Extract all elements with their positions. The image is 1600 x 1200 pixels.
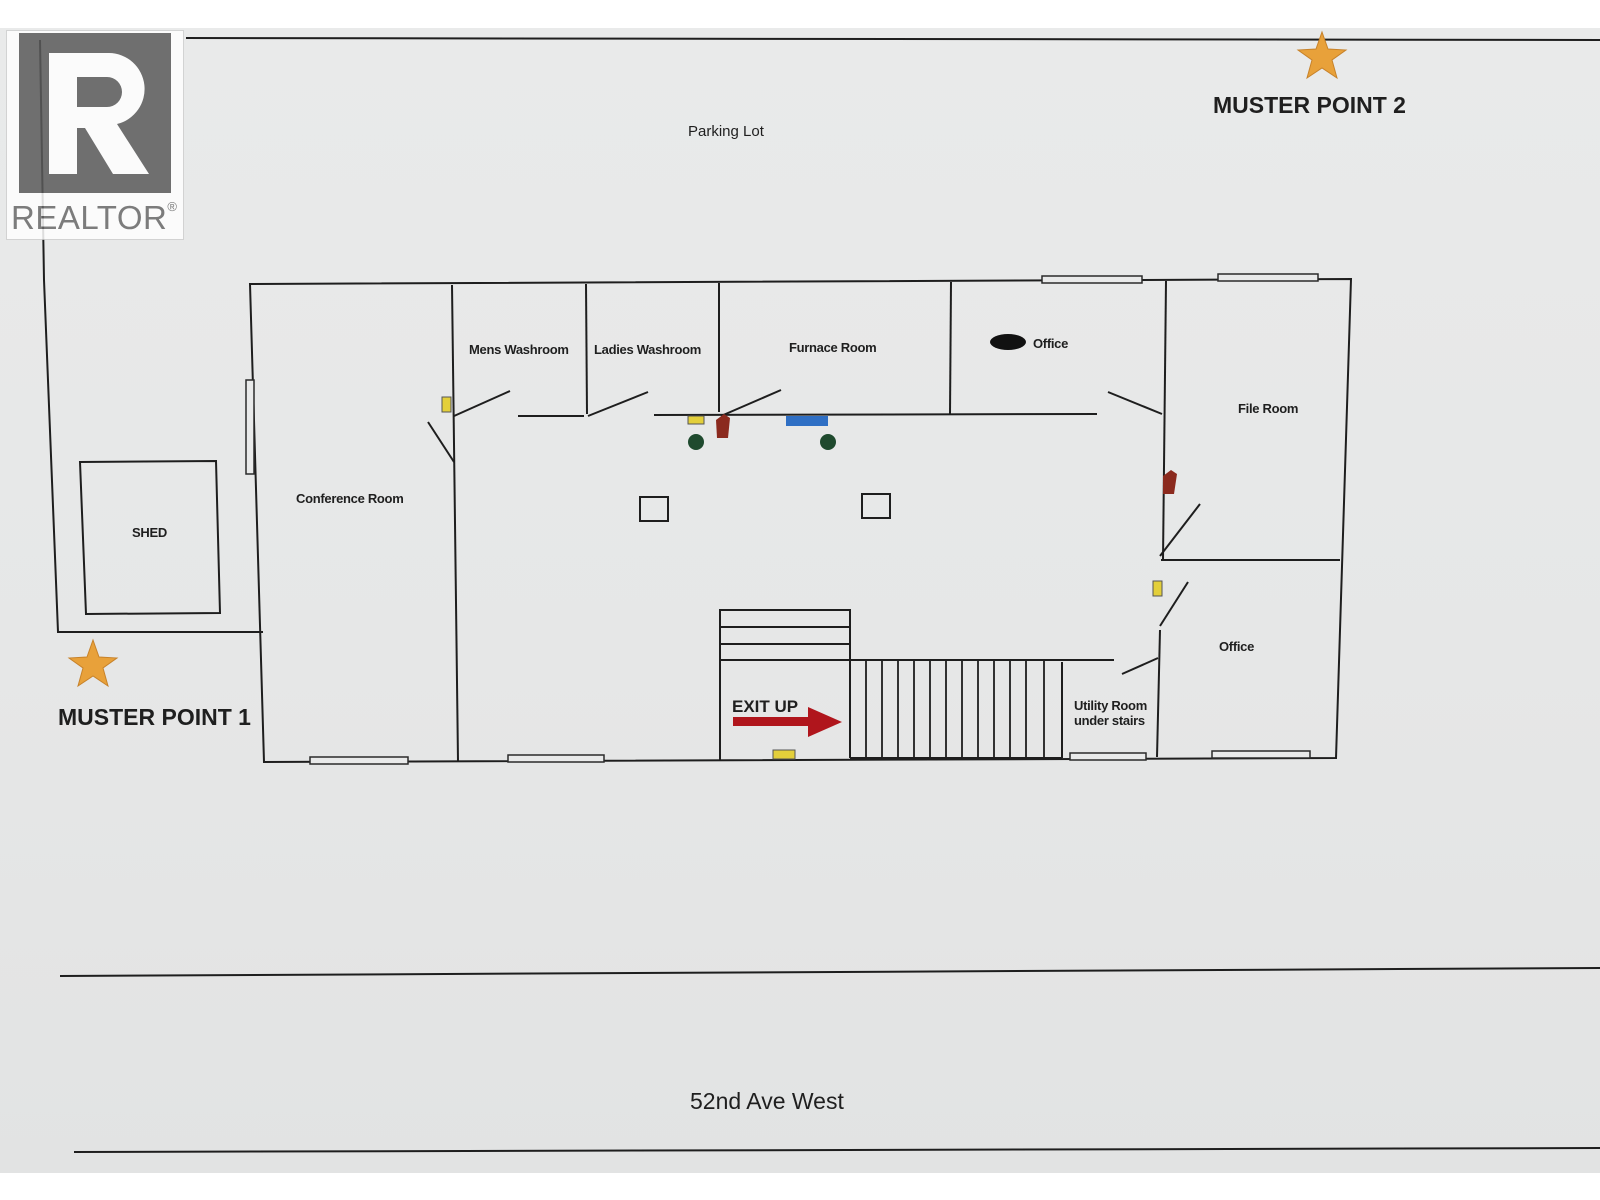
door-furnace xyxy=(720,389,782,417)
alarm-pull-4 xyxy=(772,749,796,760)
label-muster-point-1: MUSTER POINT 1 xyxy=(58,704,251,730)
paper-sheet xyxy=(0,28,1600,1173)
door-utility xyxy=(1121,657,1159,675)
label-file-room: File Room xyxy=(1238,401,1299,416)
label-exit-up: EXIT UP xyxy=(732,697,799,716)
window-north-1 xyxy=(1041,275,1143,284)
window-north-2 xyxy=(1217,273,1319,282)
label-utility-room-line2: under stairs xyxy=(1074,713,1145,728)
window-south-2 xyxy=(507,754,605,763)
alarm-pull-2 xyxy=(687,415,705,425)
office-object xyxy=(990,334,1026,350)
exit-arrow xyxy=(733,707,842,737)
label-ladies-washroom: Ladies Washroom xyxy=(594,342,701,357)
realtor-r-icon xyxy=(19,33,171,193)
label-utility-room-line1: Utility Room xyxy=(1074,698,1147,713)
street-line-top xyxy=(59,967,1600,977)
property-boundary xyxy=(185,37,1600,41)
building-outline xyxy=(248,277,1353,764)
realtor-logo-box: REALTOR® xyxy=(6,30,184,240)
fire-extinguisher-2 xyxy=(1163,470,1177,494)
shed-outline xyxy=(78,459,222,616)
column-2 xyxy=(861,493,891,519)
wall-mens-ladies xyxy=(585,283,588,415)
window-south-1 xyxy=(309,756,409,765)
window-south-3 xyxy=(1069,752,1147,761)
realtor-logo-text: REALTOR xyxy=(11,199,168,236)
exit-landing xyxy=(719,609,851,661)
label-muster-point-2: MUSTER POINT 2 xyxy=(1213,92,1406,118)
window-west xyxy=(245,379,255,475)
window-south-4 xyxy=(1211,750,1311,759)
label-street: 52nd Ave West xyxy=(690,1088,844,1114)
wall-office-bottom-west xyxy=(1156,629,1161,758)
label-furnace-room: Furnace Room xyxy=(789,340,877,355)
door-office-top xyxy=(1107,391,1163,415)
door-mens xyxy=(453,390,511,417)
label-office-bottom: Office xyxy=(1219,639,1255,654)
electrical-panel xyxy=(786,416,828,426)
wall-conference-east xyxy=(451,284,459,762)
realtor-logo: REALTOR® xyxy=(2,30,186,246)
door-fileroom xyxy=(1159,503,1201,557)
smoke-detector-2 xyxy=(820,434,836,450)
muster-star-2 xyxy=(1296,30,1348,80)
muster-star-1 xyxy=(67,638,119,688)
smoke-detector-1 xyxy=(688,434,704,450)
alarm-pull-3 xyxy=(1152,580,1163,597)
label-shed: SHED xyxy=(132,525,167,540)
alarm-pull-1 xyxy=(441,396,452,413)
wall-corridor-furnace xyxy=(653,413,1098,416)
door-conference xyxy=(427,421,455,463)
label-office-top: Office xyxy=(1033,336,1069,351)
door-ladies xyxy=(587,391,649,417)
column-1 xyxy=(639,496,669,522)
fire-extinguisher-1 xyxy=(716,414,730,438)
wall-furnace-office xyxy=(949,281,952,415)
door-office-bottom xyxy=(1159,581,1189,627)
label-mens-washroom: Mens Washroom xyxy=(469,342,569,357)
street-line-bottom xyxy=(73,1147,1600,1153)
stair-treads xyxy=(865,660,1045,758)
label-conference-room: Conference Room xyxy=(296,491,404,506)
registered-mark: ® xyxy=(167,199,178,214)
wall-office-fileroom xyxy=(1162,280,1167,561)
label-parking-lot: Parking Lot xyxy=(688,123,764,140)
